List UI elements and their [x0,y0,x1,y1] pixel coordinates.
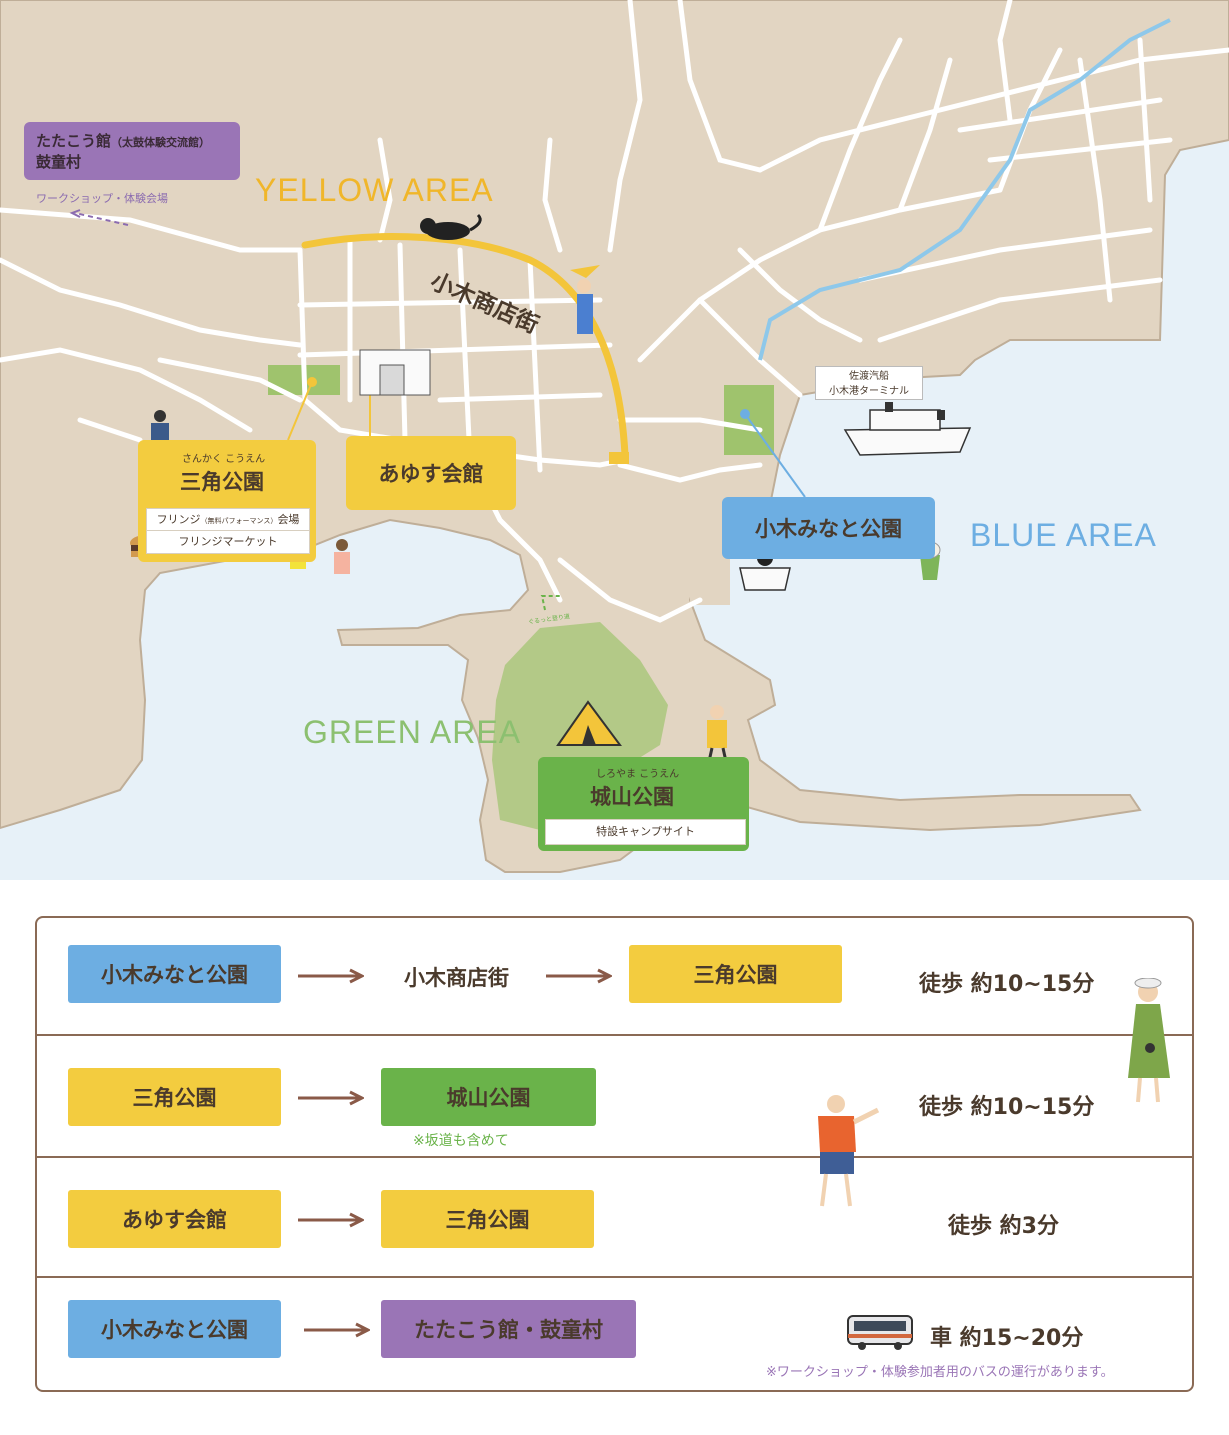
sankaku-ruby: さんかく こうえん [182,454,266,465]
pin-sankaku [307,377,317,387]
pin-minato [740,409,750,419]
ferry-terminal-label: 佐渡汽船 小木港ターミナル [815,366,923,400]
tatakokan-title-sub: （太鼓体験交流館） [111,136,211,149]
cat-icon [420,213,482,240]
route3-time: 徒歩 約3分 [948,1214,1059,1239]
tatakokan-line2: 鼓童村 [36,153,82,171]
route2-to: 城山公園 [381,1068,596,1126]
route2-time: 徒歩 約10~15分 [919,1095,1095,1120]
tatakokan-tag[interactable]: たたこう館（太鼓体験交流館） 鼓童村 [24,122,240,180]
sankaku-sub1: フリンジ（無料パフォーマンス）会場 [146,508,310,532]
sankaku-sub1-c: 会場 [277,513,300,526]
shiroyama-park-tag[interactable]: しろやま こうえん 城山公園 特設キャンプサイト [538,757,749,851]
route1-from: 小木みなと公園 [68,945,281,1003]
arrow-right-icon [546,968,612,984]
street-gate [609,452,629,464]
connector-minato [744,413,806,498]
blue-area-label: BLUE AREA [970,517,1157,553]
sankaku-park-tag[interactable]: さんかく こうえん 三角公園 フリンジ（無料パフォーマンス）会場 フリンジマーケ… [138,440,316,562]
divider [35,1276,1194,1278]
path-arrow [540,595,560,611]
map: YELLOW AREA BLUE AREA GREEN AREA 小木商店街 た… [0,0,1229,880]
shiroyama-sub: 特設キャンプサイト [545,819,746,845]
arrow-head [69,209,81,218]
arrow-right-icon [298,1090,364,1106]
tatakokan-title: たたこう館 [36,132,112,150]
terminal-line1: 佐渡汽船 [849,371,889,382]
terminal-line2: 小木港ターミナル [829,386,909,397]
shopping-street-route [301,233,629,459]
sankaku-sub1-b: （無料パフォーマンス） [200,517,278,525]
person-green-dress-icon [1128,978,1170,1103]
sankaku-sub2: フリンジマーケット [146,530,310,554]
green-area-label: GREEN AREA [303,714,522,750]
shiroyama-ruby: しろやま こうえん [596,769,680,780]
roads [0,0,1229,623]
route1-via: 小木商店街 [404,966,509,990]
tent-icon [556,700,622,746]
bus-icon [847,1315,913,1350]
tatakokan-note: ワークショップ・体験会場 [36,192,168,205]
ayusu-building-icon [359,349,431,396]
route2-note: ※坂道も含めて [413,1133,509,1149]
sankaku-name: 三角公園 [180,470,264,494]
person-blue-dancer-icon [570,265,600,334]
route4-to: たたこう館・鼓童村 [381,1300,636,1358]
sankaku-sub1-a: フリンジ [156,513,201,526]
route3-to: 三角公園 [381,1190,594,1248]
divider [35,1034,1194,1036]
route3-from: あゆす会館 [68,1190,281,1248]
shiroyama-name: 城山公園 [590,785,674,809]
river [758,18,1171,361]
ayusu-tag[interactable]: あゆす会館 [346,436,516,510]
route1-to: 三角公園 [629,945,842,1003]
route4-time: 車 約15~20分 [930,1326,1084,1351]
arrow-right-icon [304,1322,370,1338]
route1-time: 徒歩 約10~15分 [919,972,1095,997]
map-illustration [0,0,1229,880]
arrow-right-icon [298,1212,364,1228]
yellow-area-label: YELLOW AREA [255,172,494,208]
dashed-arrow [74,212,129,226]
route4-note: ※ワークショップ・体験参加者用のバスの運行があります。 [766,1365,1114,1380]
routes-table [35,916,1194,1392]
minato-park-tag[interactable]: 小木みなと公園 [722,497,935,559]
route2-from: 三角公園 [68,1068,281,1126]
divider [35,1156,1194,1158]
route4-from: 小木みなと公園 [68,1300,281,1358]
ferry-icon [843,402,972,456]
connector-sankaku [287,381,313,441]
arrow-right-icon [298,968,364,984]
person-orange-shirt-icon [818,1095,880,1207]
